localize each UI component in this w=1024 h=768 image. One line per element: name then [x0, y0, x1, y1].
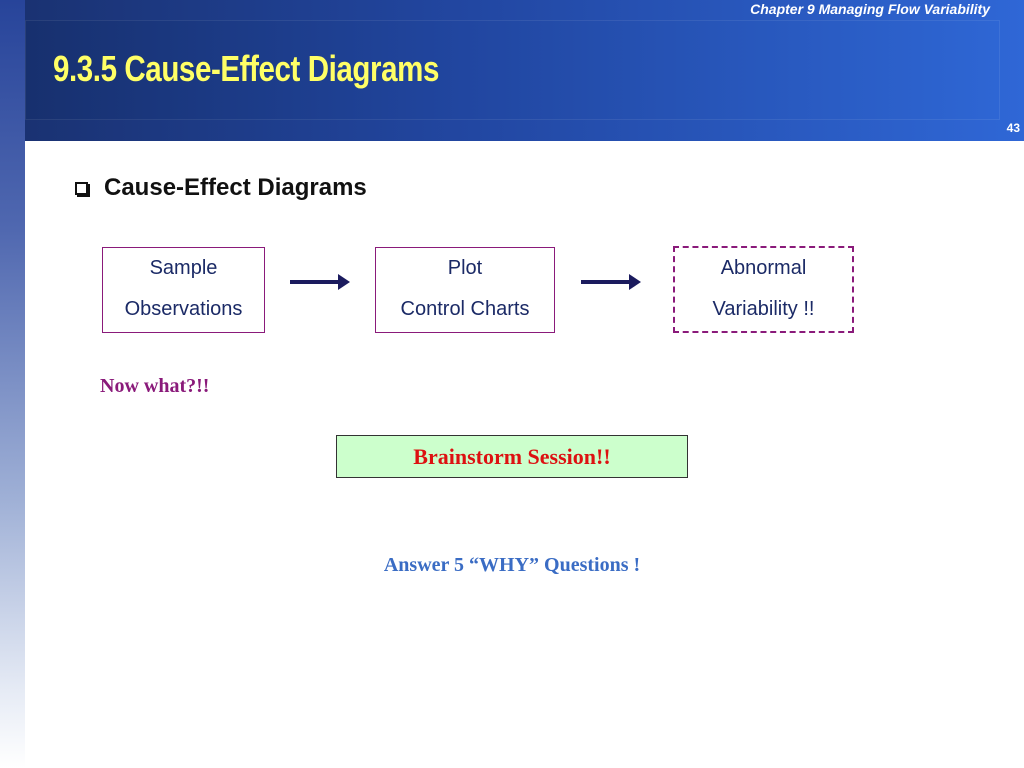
flow-box-abnormal-variability: Abnormal Variability !!: [673, 246, 854, 333]
flow-box-line: Control Charts: [400, 298, 530, 320]
checkbox-square-icon: [75, 181, 88, 195]
flow-box-line: Observations: [124, 298, 243, 320]
flow-box-line: Variability !!: [712, 298, 815, 320]
page-number: 43: [1006, 121, 1020, 135]
arrow-right-icon: [581, 274, 641, 290]
arrow-right-icon: [290, 274, 350, 290]
answer-why-questions: Answer 5 “WHY” Questions !: [383, 554, 641, 576]
header-title-panel: [25, 20, 1000, 120]
now-what-text: Now what?!!: [100, 375, 210, 397]
bullet-item: Cause-Effect Diagrams: [75, 174, 367, 202]
bullet-text: Cause-Effect Diagrams: [104, 174, 367, 201]
flow-box-line: Sample: [149, 257, 218, 279]
left-decorative-bar: [0, 0, 25, 768]
flow-box-line: Abnormal: [720, 257, 807, 279]
flow-box-plot-control-charts: Plot Control Charts: [375, 247, 555, 333]
flow-box-line: Plot: [447, 257, 483, 279]
brainstorm-session-box: Brainstorm Session!!: [336, 435, 688, 478]
flow-box-sample-observations: Sample Observations: [102, 247, 265, 333]
slide-title: 9.3.5 Cause-Effect Diagrams: [53, 48, 439, 89]
chapter-label: Chapter 9 Managing Flow Variability: [750, 1, 990, 17]
